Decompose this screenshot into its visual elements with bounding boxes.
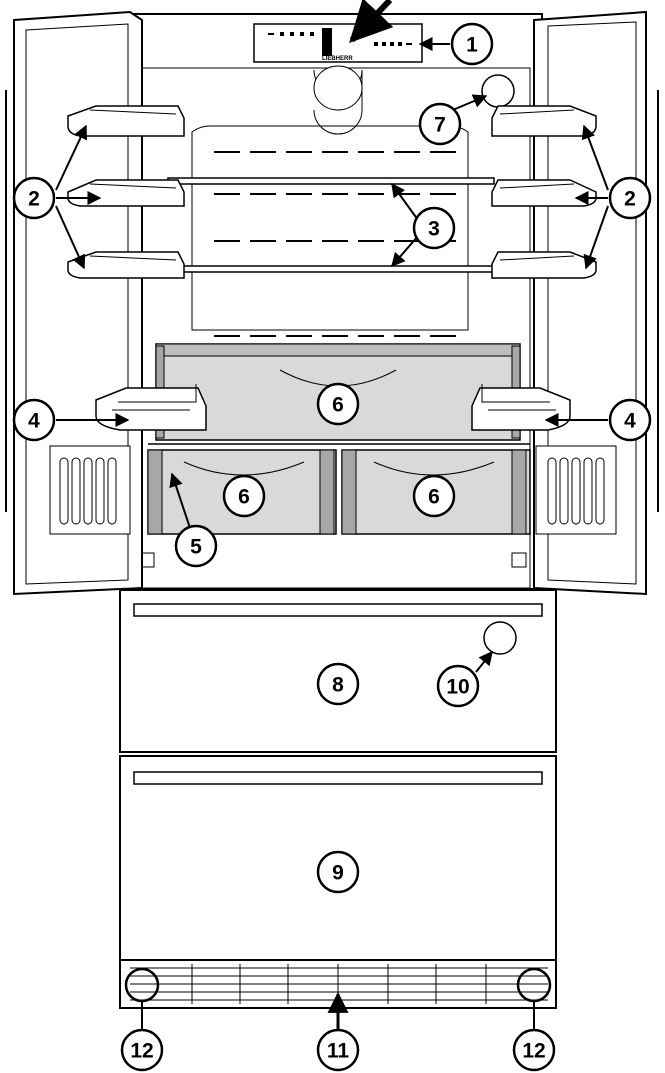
freezer-indicator xyxy=(483,621,517,655)
callout-9: 9 xyxy=(316,850,360,894)
callout-3: 3 xyxy=(412,206,456,250)
callout-6-top: 6 xyxy=(316,382,360,426)
control-display xyxy=(322,28,332,56)
adjustable-foot-left xyxy=(124,967,160,1003)
svg-text:6: 6 xyxy=(332,394,344,417)
callout-4-left: 4 xyxy=(12,398,56,442)
left-door-vent xyxy=(49,445,131,535)
svg-text:9: 9 xyxy=(332,862,344,885)
callout-11: 11 xyxy=(316,1028,360,1072)
callout-2-left: 2 xyxy=(12,176,56,220)
glass-shelf-lower xyxy=(167,265,495,273)
svg-text:8: 8 xyxy=(332,674,344,697)
ventilator-fan xyxy=(481,74,515,108)
base-ventilation-grille xyxy=(119,959,557,1009)
callout-2-right: 2 xyxy=(608,176,652,220)
interior-light-cover xyxy=(313,65,363,111)
right-door-bin-3 xyxy=(491,251,597,279)
right-door-vent xyxy=(535,445,617,535)
svg-text:6: 6 xyxy=(428,486,440,509)
svg-text:12: 12 xyxy=(130,1040,153,1063)
glass-shelf-upper xyxy=(167,177,495,185)
freezer-drawer-upper xyxy=(119,589,557,753)
svg-text:6: 6 xyxy=(238,486,250,509)
svg-text:4: 4 xyxy=(28,410,40,433)
svg-text:12: 12 xyxy=(522,1040,545,1063)
svg-text:4: 4 xyxy=(624,410,636,433)
callout-6-right: 6 xyxy=(412,474,456,518)
callout-7: 7 xyxy=(418,102,462,146)
control-panel: LIEBHERR xyxy=(253,23,423,63)
control-buttons-right xyxy=(374,42,412,46)
callout-10: 10 xyxy=(436,664,480,708)
svg-text:1: 1 xyxy=(466,34,478,57)
svg-text:2: 2 xyxy=(28,188,40,211)
left-door xyxy=(5,10,143,596)
callout-12-left: 12 xyxy=(120,1028,164,1072)
left-door-bin-2 xyxy=(67,179,185,207)
right-door-bin-2 xyxy=(491,179,597,207)
right-door-bin-1 xyxy=(491,105,597,137)
callout-1: 1 xyxy=(450,22,494,66)
brand-logo: LIEBHERR xyxy=(322,56,353,62)
svg-text:10: 10 xyxy=(446,676,469,699)
callout-4-right: 4 xyxy=(608,398,652,442)
left-door-bin-3 xyxy=(67,251,185,279)
left-door-bin-1 xyxy=(67,105,185,137)
callout-5: 5 xyxy=(174,524,218,568)
callout-12-right: 12 xyxy=(512,1028,556,1072)
svg-text:11: 11 xyxy=(327,1040,350,1063)
control-buttons-left xyxy=(268,32,314,36)
leader-lines xyxy=(55,0,609,1032)
callout-6-left: 6 xyxy=(222,474,266,518)
svg-text:2: 2 xyxy=(624,188,636,211)
svg-text:5: 5 xyxy=(190,536,202,559)
svg-text:7: 7 xyxy=(434,114,446,137)
svg-text:3: 3 xyxy=(428,218,440,241)
hinge-bracket-right xyxy=(511,552,527,568)
callout-8: 8 xyxy=(316,662,360,706)
right-door xyxy=(533,10,659,596)
adjustable-foot-right xyxy=(516,967,552,1003)
